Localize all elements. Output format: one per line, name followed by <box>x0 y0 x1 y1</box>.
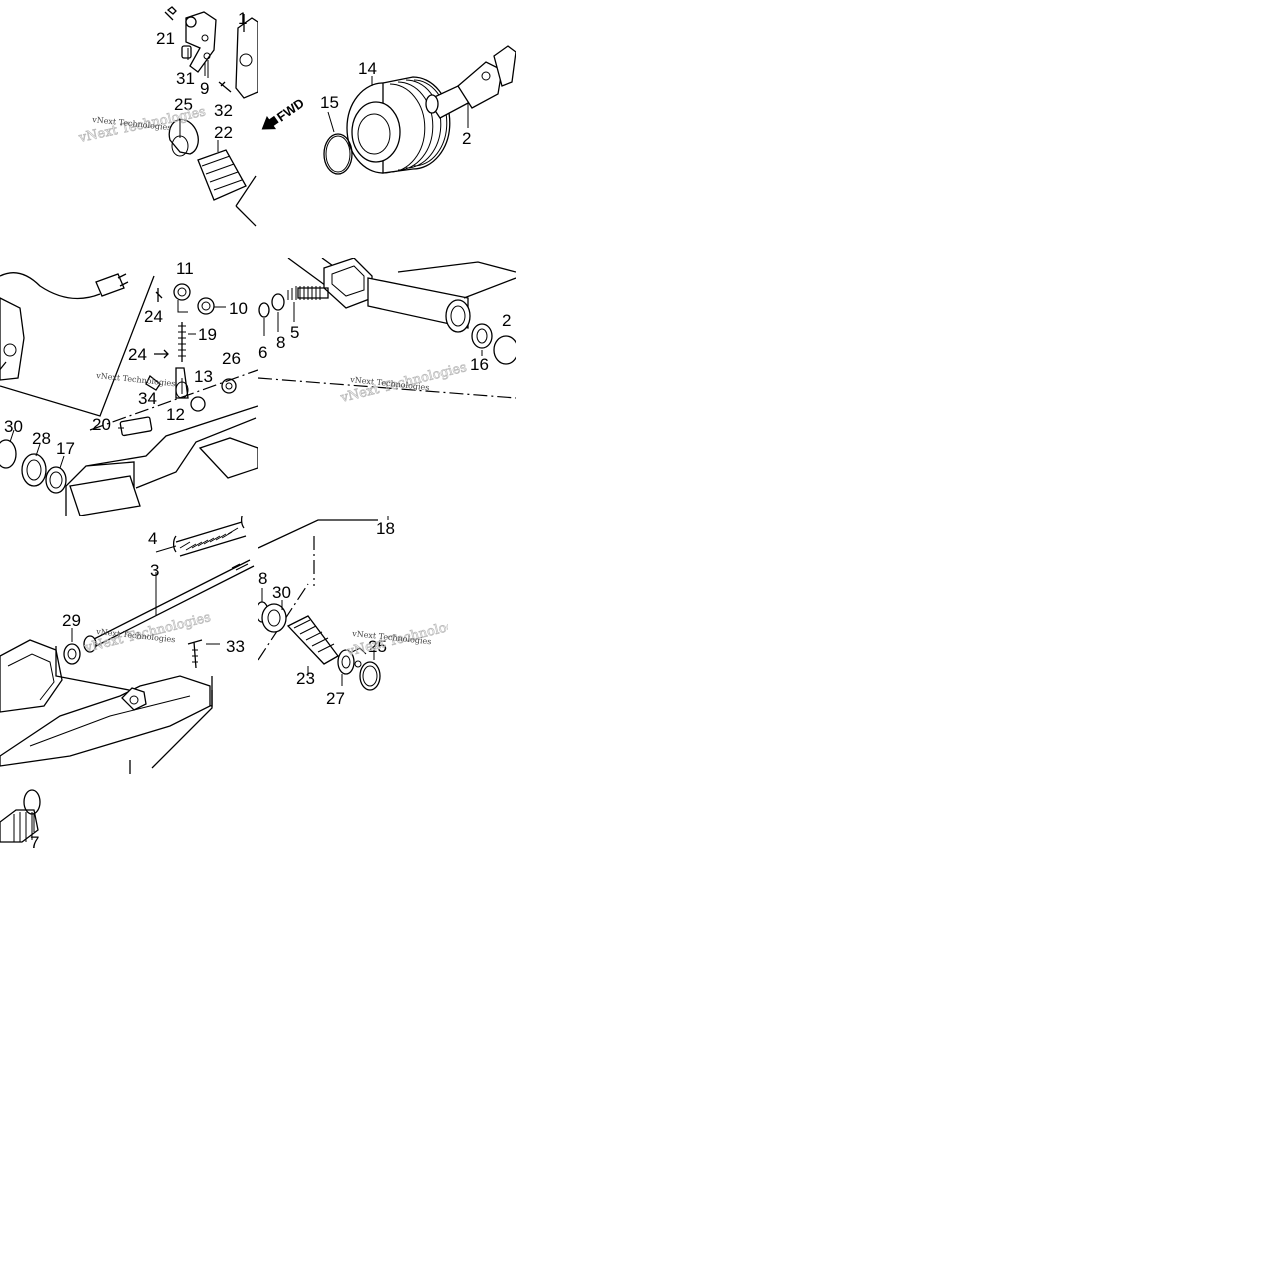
callout-15: 15 <box>320 93 339 112</box>
callout-25: 25 <box>368 637 387 656</box>
watermark: vNext Technologies <box>95 371 176 388</box>
callout-18: 18 <box>376 519 395 538</box>
tile-bracket-assembly: 21 1 31 9 32 25 22 vNext Technologies vN… <box>0 0 258 258</box>
callout-12: 12 <box>166 405 185 424</box>
tile-driveshaft-boot: FWD 14 15 2 <box>258 0 516 258</box>
callout-8: 8 <box>258 569 267 588</box>
callout-5: 5 <box>290 323 299 342</box>
callout-29: 29 <box>62 611 81 630</box>
callout-2: 2 <box>462 129 471 148</box>
driveshaft-spring-drawing: 4 3 29 33 7 vNext Technologies vNext Tec… <box>0 516 255 852</box>
callout-34: 34 <box>138 389 157 408</box>
callout-33: 33 <box>226 637 245 656</box>
callout-32: 32 <box>214 101 233 120</box>
tile-driveshaft-spring: 4 3 29 33 7 vNext Technologies vNext Tec… <box>0 516 258 856</box>
callout-7: 7 <box>30 833 39 852</box>
callout-30: 30 <box>4 417 23 436</box>
callout-13: 13 <box>194 367 213 386</box>
callout-16: 16 <box>470 355 489 374</box>
callout-11: 11 <box>176 259 194 278</box>
driveshaft-boot-drawing: FWD 14 15 2 <box>261 45 516 175</box>
callout-26: 26 <box>222 349 241 368</box>
swingarm-pivot-drawing: 6 8 5 2 16 vNext Technologies vNext Tech… <box>258 258 516 406</box>
callout-9: 9 <box>200 79 209 98</box>
callout-20: 20 <box>92 415 111 434</box>
callout-3: 3 <box>150 561 159 580</box>
callout-19: 19 <box>198 325 217 344</box>
callout-22: 22 <box>214 123 233 142</box>
callout-24-upper: 24 <box>144 307 163 326</box>
callout-6: 6 <box>258 343 267 362</box>
callout-17: 17 <box>56 439 75 458</box>
tile-sensor-swingarm: 11 10 24 19 24 26 13 34 12 20 30 28 17 v… <box>0 258 258 516</box>
callout-14: 14 <box>358 59 377 78</box>
callout-4: 4 <box>148 529 157 548</box>
callout-23: 23 <box>296 669 315 688</box>
callout-8: 8 <box>276 333 285 352</box>
bracket-assembly-drawing: 21 1 31 9 32 25 22 vNext Technologies vN… <box>76 6 258 227</box>
tile-swingarm-pivot: 6 8 5 2 16 vNext Technologies vNext Tech… <box>258 258 516 516</box>
callout-1: 1 <box>238 9 247 28</box>
boot-cap-drawing: 18 8 30 23 25 27 vNext Technologies vNex… <box>258 516 448 706</box>
tile-boot-cap: 18 8 30 23 25 27 vNext Technologies vNex… <box>258 516 448 706</box>
callout-2: 2 <box>502 311 511 330</box>
callout-21: 21 <box>156 29 175 48</box>
fwd-arrow: FWD <box>261 95 307 130</box>
sensor-swingarm-drawing: 11 10 24 19 24 26 13 34 12 20 30 28 17 v… <box>0 259 258 516</box>
callout-28: 28 <box>32 429 51 448</box>
callout-24-lower: 24 <box>128 345 147 364</box>
callout-31: 31 <box>176 69 195 88</box>
callout-25: 25 <box>174 95 193 114</box>
callout-27: 27 <box>326 689 345 706</box>
fwd-label: FWD <box>274 95 307 124</box>
callout-30: 30 <box>272 583 291 602</box>
callout-10: 10 <box>229 299 248 318</box>
